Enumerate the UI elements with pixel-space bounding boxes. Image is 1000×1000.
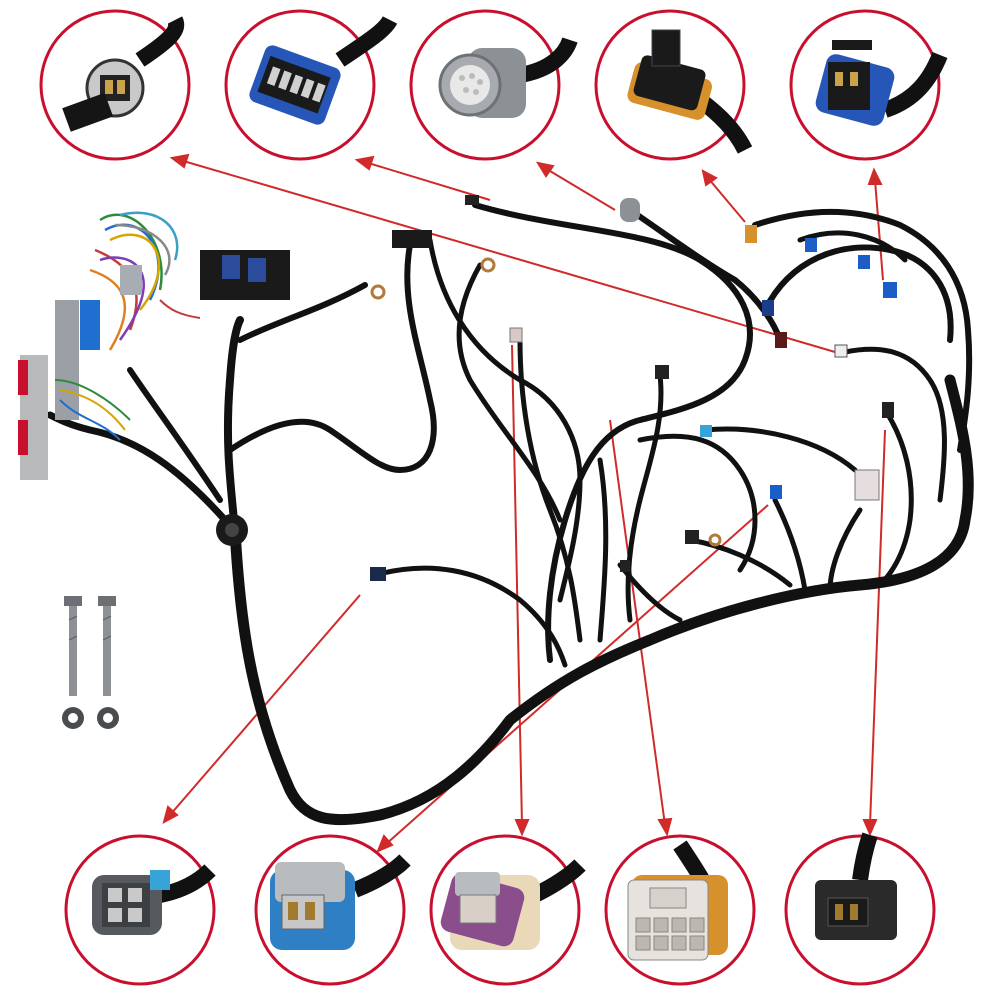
- harness-connectors: [200, 195, 897, 581]
- callout-bottom-5: [784, 832, 936, 986]
- lock-washer-icon: [97, 707, 119, 729]
- pcm-connectors: [18, 211, 201, 480]
- callout-top-1: [39, 9, 191, 161]
- callout-top-3: [409, 9, 578, 161]
- bolt-icon: [98, 596, 116, 696]
- callout-bottom-1: [64, 834, 216, 986]
- callout-bottom-2: [254, 834, 411, 986]
- callout-bottom-3: [429, 834, 586, 986]
- callout-top-5: [789, 9, 948, 161]
- callout-top-4: [594, 9, 753, 161]
- callout-bottom-4: [604, 834, 756, 986]
- bolt-icon: [64, 596, 82, 696]
- callout-top-2: [224, 9, 398, 161]
- wiring-harness: [46, 202, 974, 826]
- callout-arrows: [162, 153, 886, 853]
- hardware-kit: [62, 596, 119, 729]
- lock-washer-icon: [62, 707, 84, 729]
